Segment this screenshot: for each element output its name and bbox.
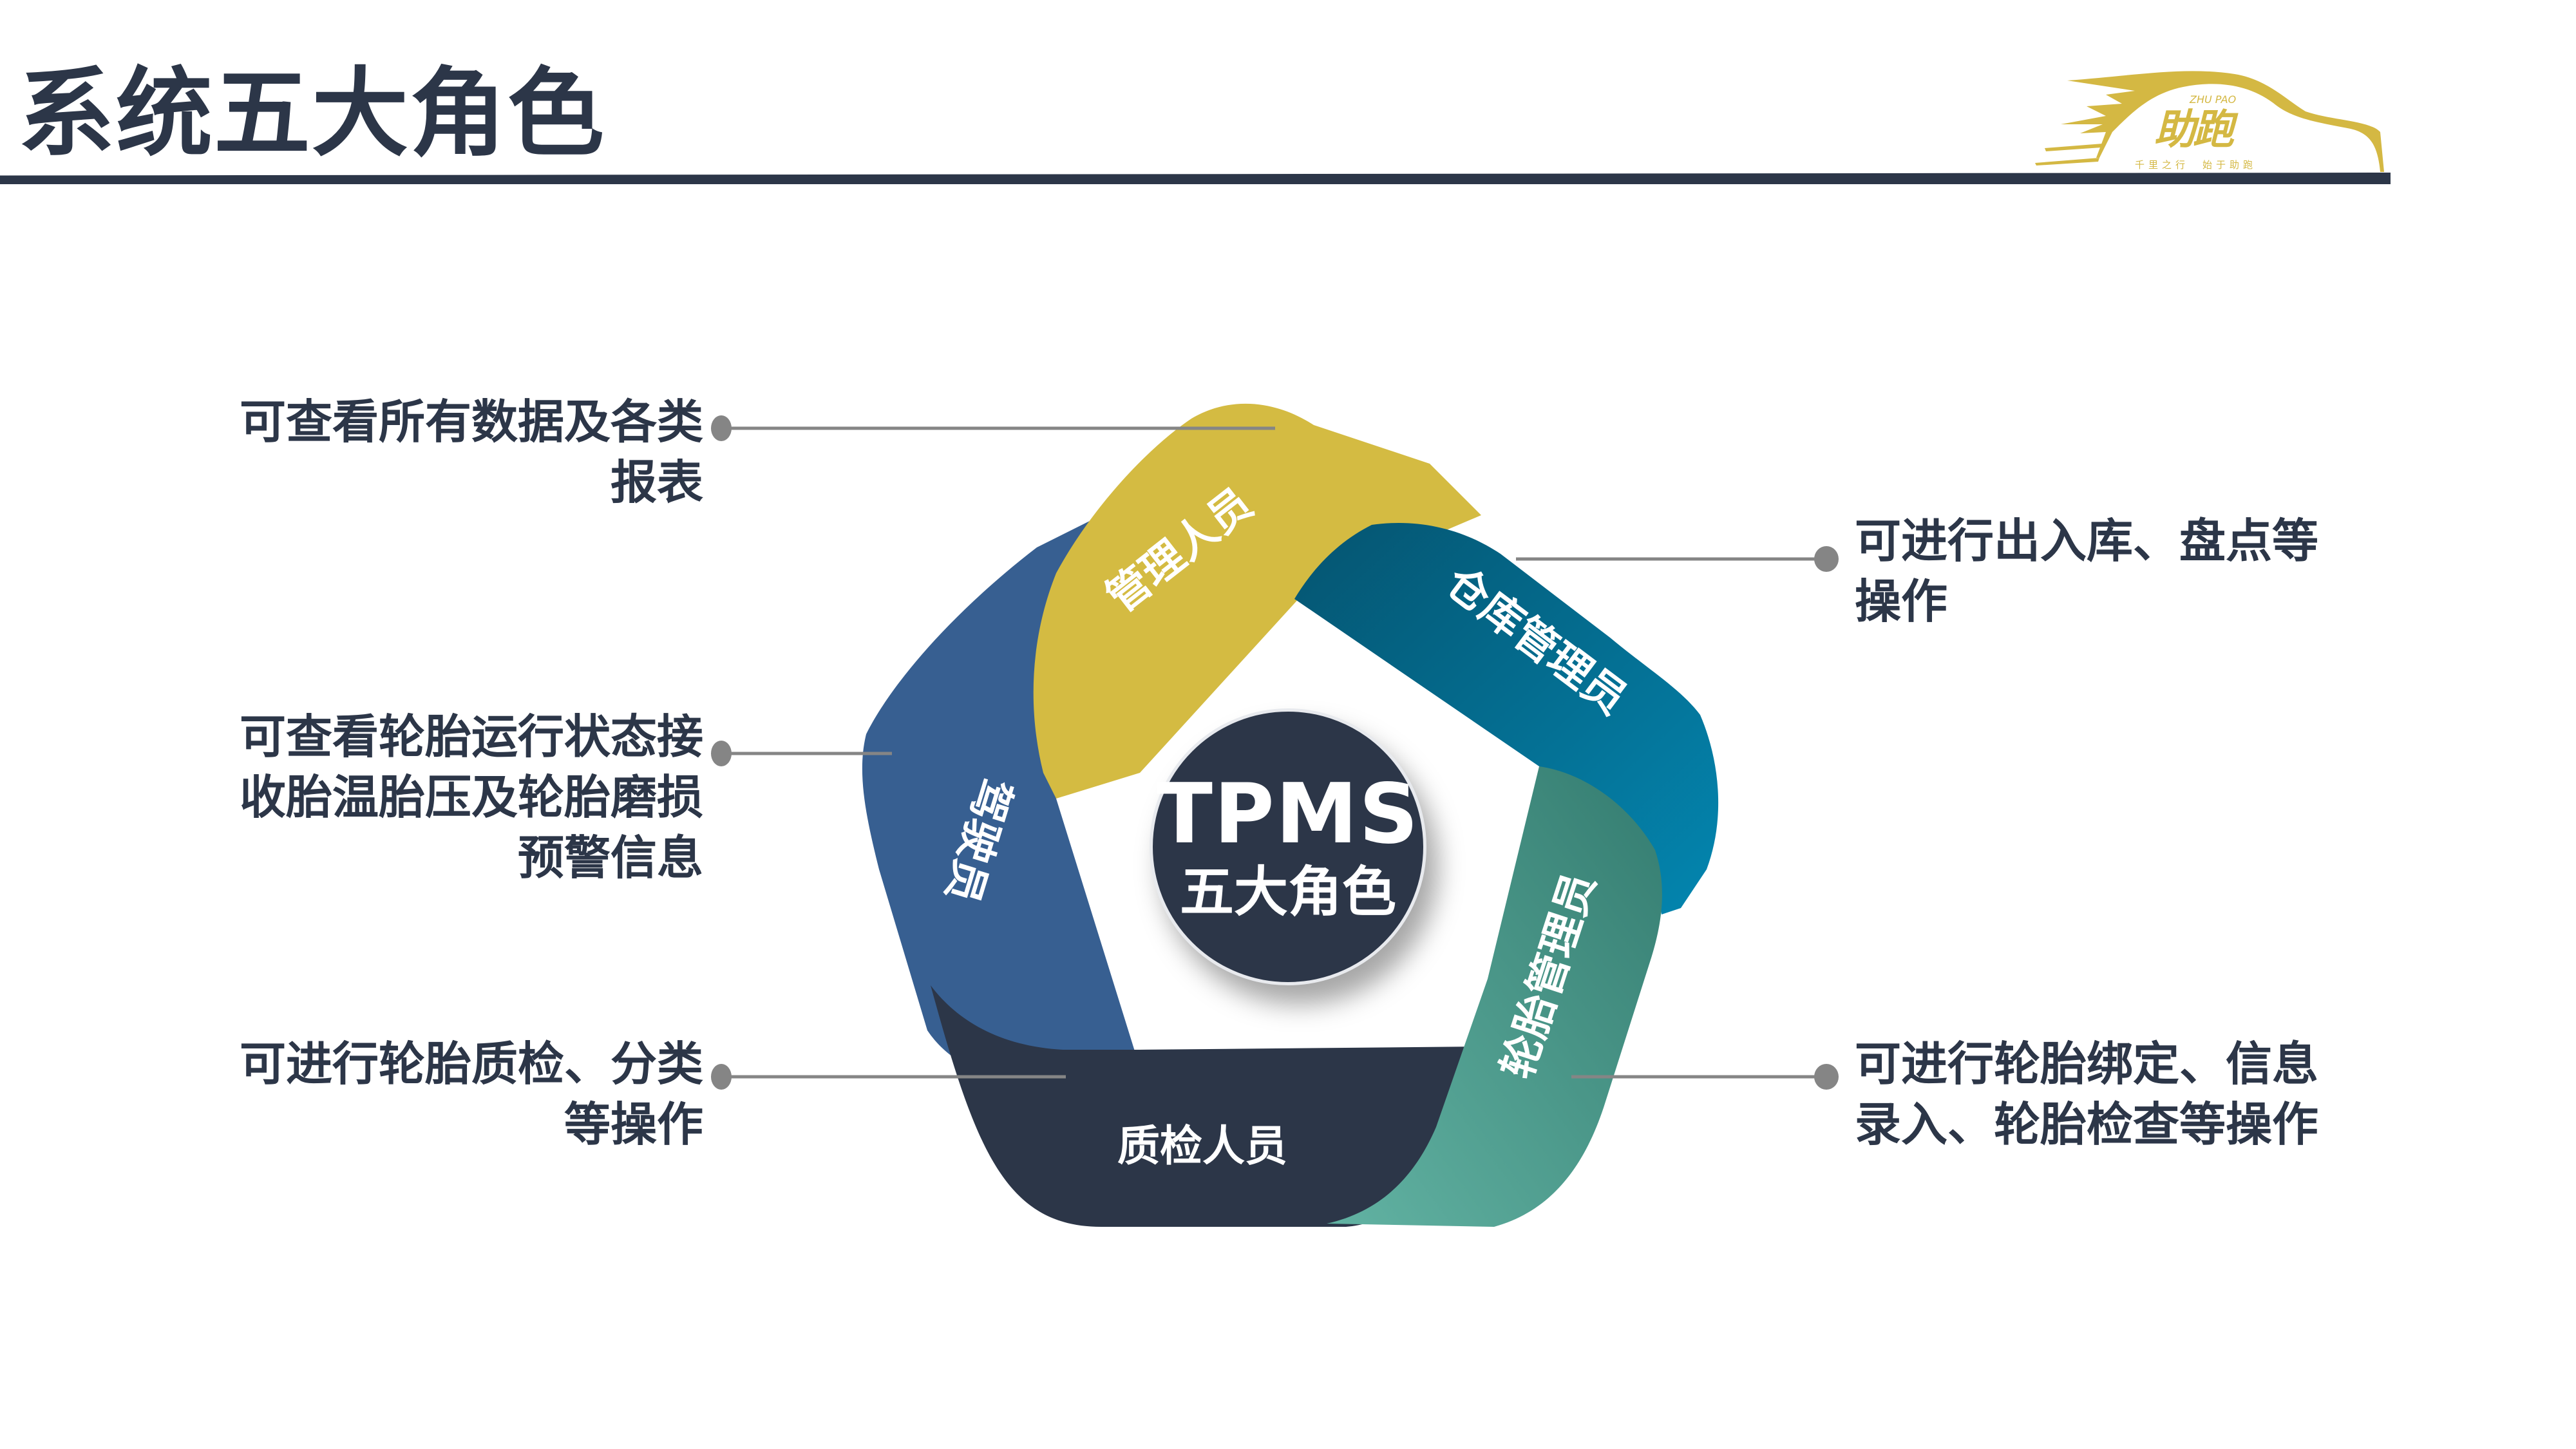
description-line: 等操作 (564, 1097, 703, 1151)
description-tire-admin: 可进行轮胎绑定、信息 录入、轮胎检查等操作 (1855, 1034, 2318, 1155)
description-line: 操作 (1855, 574, 1948, 629)
segment-label-inspector: 质检人员 (1117, 1121, 1287, 1171)
description-line: 可查看轮胎运行状态接 (239, 710, 703, 764)
segment-warehouse (1294, 523, 1719, 914)
slide-title: 系统五大角色 (18, 58, 606, 170)
description-line: 可进行轮胎绑定、信息 (1855, 1037, 2319, 1091)
description-line: 可查看所有数据及各类 (239, 395, 703, 449)
segment-driver (862, 509, 1146, 1088)
title-divider (0, 173, 2391, 184)
connector-dot-tire-admin (1814, 1064, 1839, 1090)
description-warehouse: 可进行出入库、盘点等 操作 (1855, 511, 2318, 632)
description-inspector: 可进行轮胎质检、分类 等操作 (240, 1034, 703, 1155)
connector-dot-driver (711, 741, 732, 766)
connector-dot-inspector (711, 1064, 732, 1090)
description-manager: 可查看所有数据及各类 报表 (240, 392, 703, 513)
center-title: TPMS (1156, 766, 1420, 862)
segment-manager (1033, 403, 1481, 799)
logo-slogan: 千里之行 始于助跑 (2135, 159, 2257, 171)
description-driver: 可查看轮胎运行状态接 收胎温胎压及轮胎磨损 预警信息 (240, 706, 703, 888)
description-line: 报表 (610, 455, 703, 509)
segment-tire-admin (1327, 766, 1662, 1227)
description-line: 可进行出入库、盘点等 (1855, 514, 2319, 568)
description-line: 可进行轮胎质检、分类 (239, 1037, 703, 1091)
segment-inspector (931, 985, 1481, 1227)
connector-dot-warehouse (1814, 546, 1839, 572)
description-line: 收胎温胎压及轮胎磨损 (239, 770, 703, 824)
connector-dot-manager (711, 415, 732, 441)
description-line: 预警信息 (517, 831, 703, 885)
logo-name: 助跑 (2154, 106, 2234, 154)
description-line: 录入、轮胎检查等操作 (1855, 1097, 2319, 1151)
center-subtitle: 五大角色 (1179, 860, 1396, 923)
center-badge: TPMS 五大角色 (1150, 708, 1426, 985)
logo-pinyin: ZHU PAO (2190, 93, 2237, 106)
car-speed-icon (2035, 71, 2384, 173)
zhupao-logo: 助跑 ZHU PAO 千里之行 始于助跑 (2022, 61, 2396, 177)
